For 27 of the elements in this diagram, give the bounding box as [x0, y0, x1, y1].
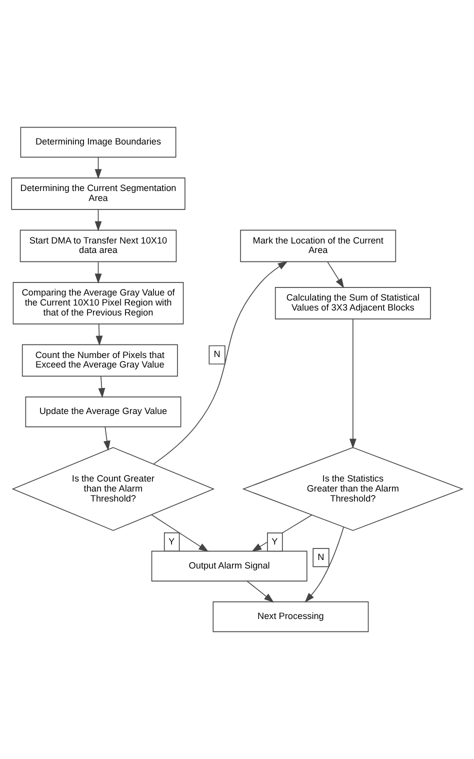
edge-label: N	[318, 552, 324, 562]
node-box: Output Alarm Signal	[151, 550, 308, 582]
node-box: Calculating the Sum of Statistical Values of 3X3 Adjacent Blocks	[274, 287, 431, 320]
arrow	[96, 324, 103, 346]
node-box: Determining Image Boundaries	[20, 126, 176, 158]
arrow	[246, 580, 274, 603]
arrow	[98, 376, 106, 398]
node-box: Update the Average Gray Value	[25, 396, 182, 428]
node-box: Start DMA to Transfer Next 10X10 data area	[20, 230, 177, 262]
arrow	[153, 261, 288, 464]
node-box: Next Processing	[212, 601, 369, 632]
edge-label: Y	[272, 536, 278, 546]
node-box: Count the Number of Pixels that Exceed the Average Gray Value	[22, 344, 178, 377]
arrow	[327, 262, 344, 288]
arrow	[304, 526, 344, 603]
arrow	[94, 209, 102, 232]
arrow	[94, 262, 102, 284]
arrow	[94, 156, 102, 180]
node-box: Determining the Current Segmentation Area	[11, 178, 186, 210]
edge-label: N	[214, 349, 220, 360]
node-box: Mark the Location of the Current Area	[240, 230, 396, 262]
node-box: Comparing the Average Gray Value of the Current 10X10 Pixel Region with that of the Previous Region	[12, 282, 184, 324]
node-diamond: Is the Count Greater than the Alarm Threshold?	[12, 447, 215, 531]
edge-label: Y	[168, 536, 175, 546]
node-diamond: Is the Statistics Greater than the Alarm Threshold?	[242, 447, 464, 531]
arrow	[349, 318, 356, 449]
arrow	[104, 426, 110, 451]
